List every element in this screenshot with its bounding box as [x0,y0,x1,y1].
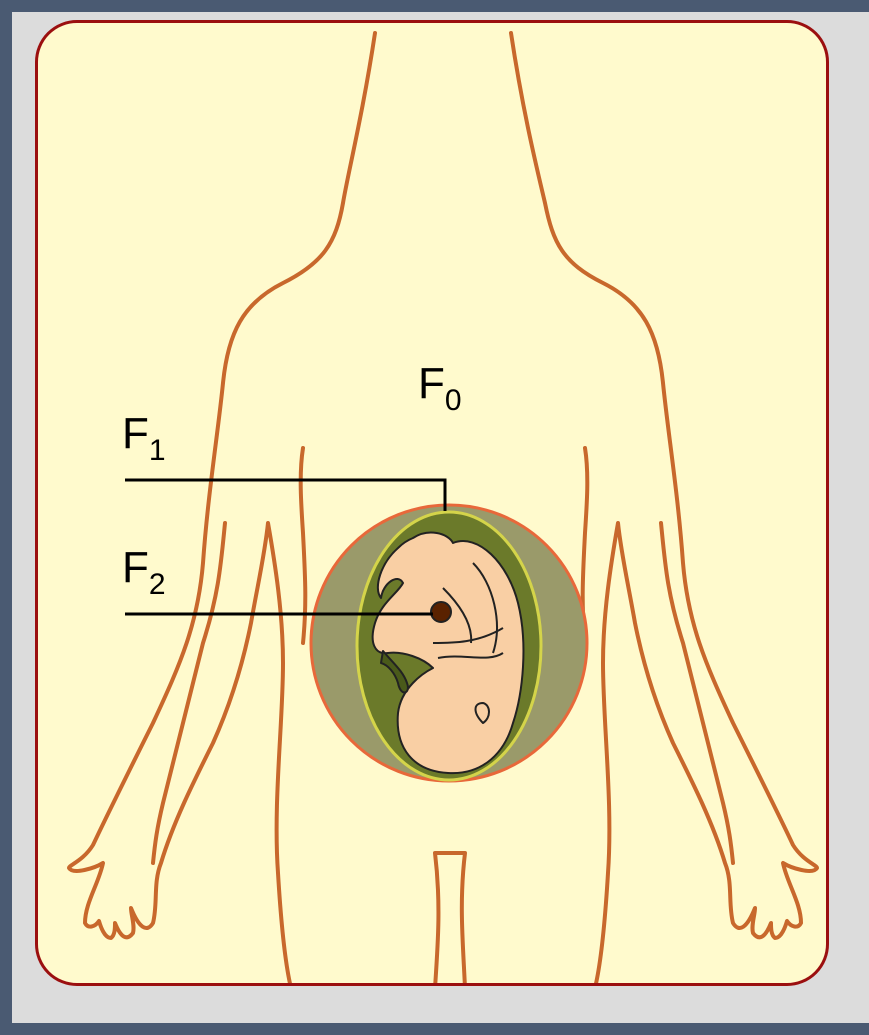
pregnancy-diagram [38,23,829,986]
body-right-outer [511,33,817,986]
label-f2: F2 [122,546,166,600]
body-legs-inner [435,853,465,986]
body-left-outer [69,33,375,986]
label-f1-sub: 1 [149,434,166,467]
placenta-point [431,602,451,622]
body-right-arm-inner [661,523,733,863]
label-f0-sub: 0 [445,384,462,417]
label-f2-main: F [122,543,149,592]
f1-leader-line [125,480,445,511]
label-f1: F1 [122,412,166,466]
label-f0-main: F [418,359,445,408]
label-f0: F0 [418,362,462,416]
diagram-panel [35,20,829,986]
label-f2-sub: 2 [149,568,166,601]
label-f1-main: F [122,409,149,458]
